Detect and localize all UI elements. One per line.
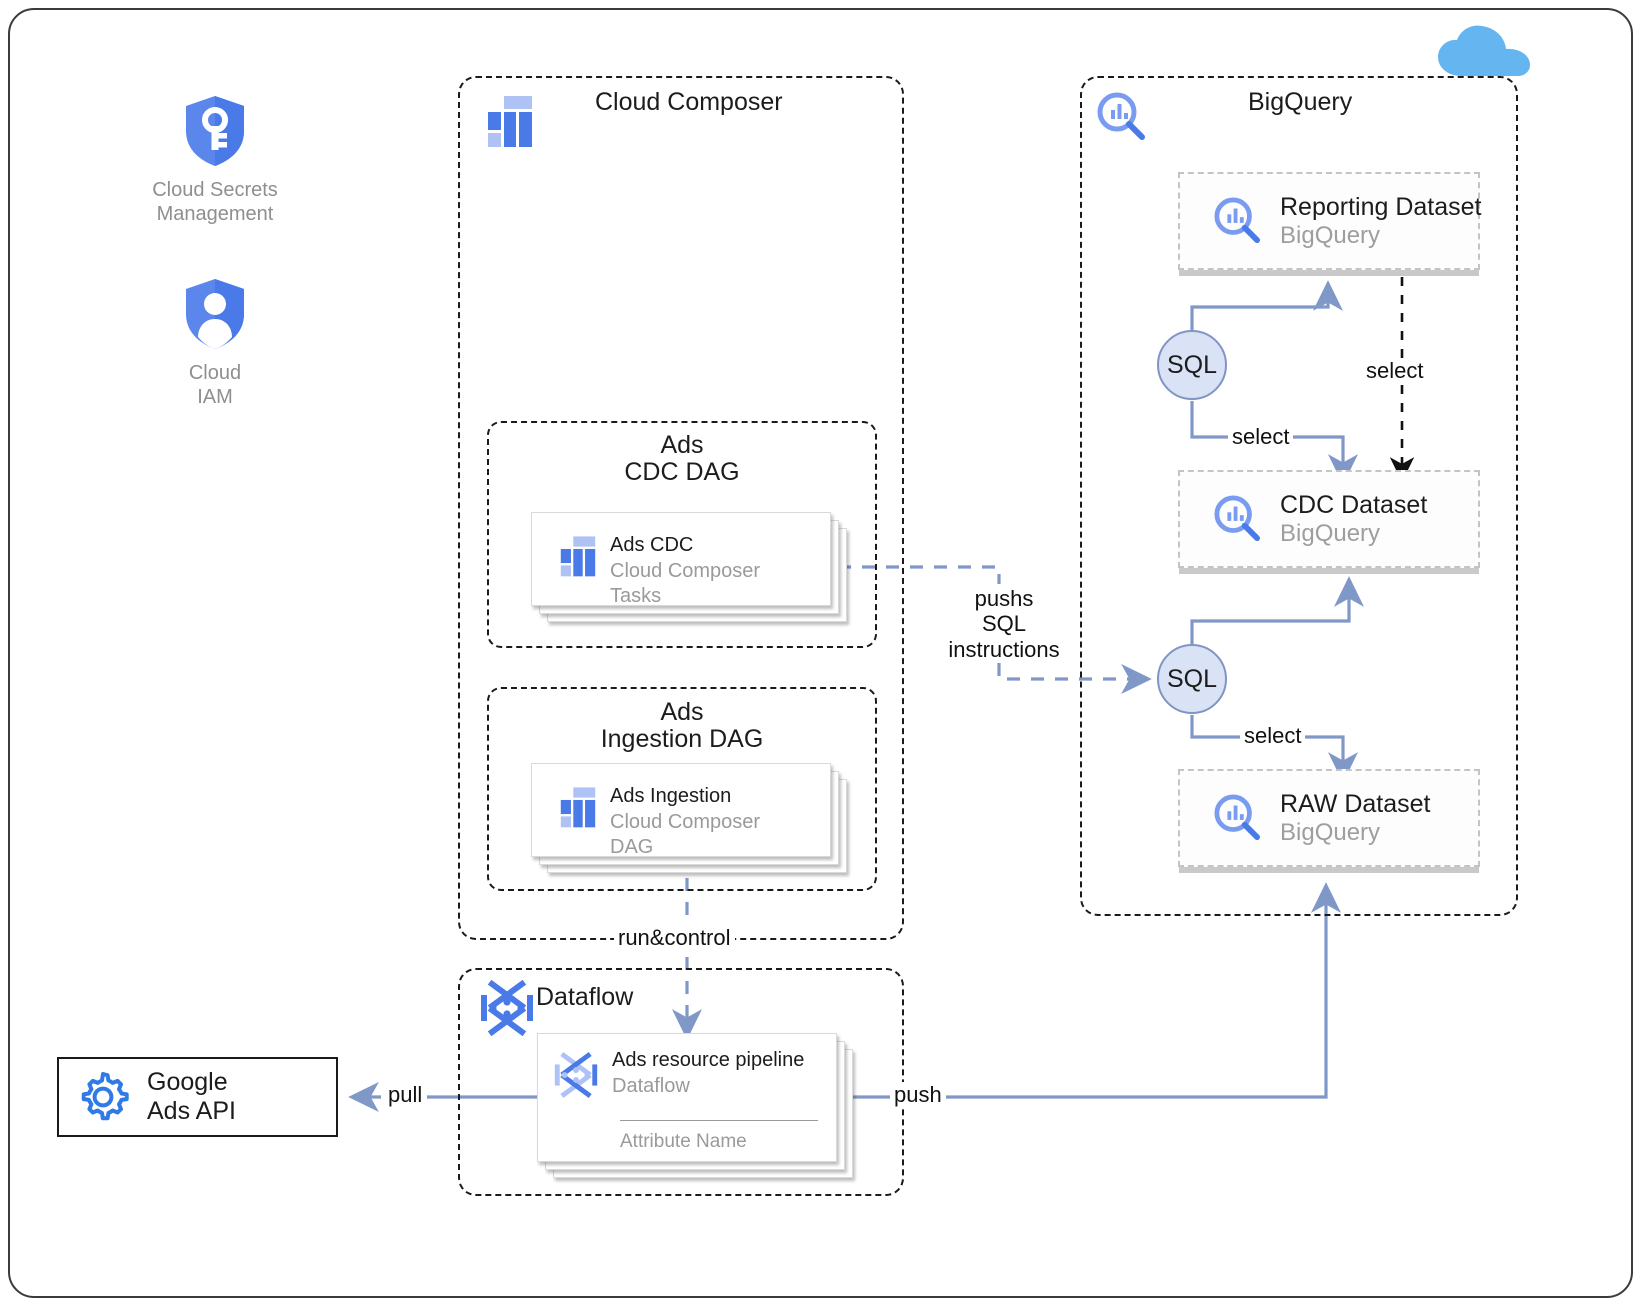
label-select-sqltop-cdc: select bbox=[1228, 424, 1294, 450]
dataset-reporting-dataset[interactable]: Reporting Dataset BigQuery bbox=[1178, 172, 1482, 270]
cloud-composer-icon bbox=[560, 787, 596, 828]
zone-bigquery bbox=[1080, 76, 1518, 916]
bigquery-icon bbox=[1214, 794, 1260, 841]
cloud-secrets-management-label: Cloud Secrets Management bbox=[152, 179, 278, 226]
card-ads-cdc[interactable]: Ads CDC Cloud Composer Tasks bbox=[531, 512, 847, 622]
cloud-composer-icon bbox=[560, 536, 596, 577]
subzone-ads-ingestion-dag bbox=[487, 687, 877, 891]
card-ads-ingestion-sheet-1: Ads Ingestion Cloud Composer DAG bbox=[531, 763, 831, 858]
card-pipeline-subtitle: Dataflow bbox=[612, 1074, 690, 1097]
google-ads-api-label: Google Ads API bbox=[147, 1067, 236, 1126]
dataflow-icon bbox=[481, 980, 533, 1036]
sql-node-bottom[interactable]: SQL bbox=[1157, 644, 1227, 714]
google-ads-api-box[interactable]: Google Ads API bbox=[57, 1057, 338, 1137]
card-ads-resource-pipeline[interactable]: Ads resource pipeline Dataflow Attribute… bbox=[537, 1033, 857, 1178]
label-select-sqlbottom-raw: select bbox=[1240, 723, 1306, 749]
dataset-reporting-title: Reporting Dataset bbox=[1280, 192, 1482, 221]
zone-dataflow-title: Dataflow bbox=[536, 983, 634, 1011]
cloud-iam: Cloud IAM bbox=[130, 278, 300, 410]
label-select-reporting-to-cdc: select bbox=[1362, 358, 1428, 384]
card-pipeline-sheet-1: Ads resource pipeline Dataflow Attribute… bbox=[537, 1033, 837, 1162]
outer-frame bbox=[8, 8, 1633, 1298]
card-pipeline-title: Ads resource pipeline bbox=[612, 1049, 805, 1071]
cloud-icon bbox=[1438, 25, 1530, 76]
gear-icon bbox=[81, 1072, 129, 1121]
card-pipeline-divider bbox=[620, 1120, 818, 1121]
bigquery-icon bbox=[1214, 197, 1260, 244]
card-ads-ingestion-title: Ads Ingestion bbox=[610, 785, 732, 807]
cloud-secrets-management: Cloud Secrets Management bbox=[130, 95, 300, 227]
card-ads-cdc-sheet-1: Ads CDC Cloud Composer Tasks bbox=[531, 512, 831, 607]
label-run-and-control: run&control bbox=[614, 925, 735, 951]
zone-cloud-composer-title: Cloud Composer bbox=[595, 88, 783, 116]
card-pipeline-attribute: Attribute Name bbox=[620, 1131, 747, 1152]
card-ads-ingestion-subtitle: Cloud Composer DAG bbox=[610, 810, 761, 859]
card-ads-ingestion[interactable]: Ads Ingestion Cloud Composer DAG bbox=[531, 763, 847, 873]
cloud-composer-icon bbox=[488, 96, 532, 147]
bigquery-icon bbox=[1097, 92, 1145, 140]
dataset-raw-dataset[interactable]: RAW Dataset BigQuery bbox=[1178, 769, 1480, 867]
label-pull: pull bbox=[384, 1082, 427, 1108]
dataset-cdc-title: CDC Dataset bbox=[1280, 490, 1428, 519]
card-ads-cdc-title: Ads CDC bbox=[610, 534, 694, 556]
dataset-raw-subtitle: BigQuery bbox=[1280, 818, 1381, 846]
subzone-ads-ingestion-dag-title: Ads Ingestion DAG bbox=[600, 698, 764, 753]
dataset-cdc-subtitle: BigQuery bbox=[1280, 519, 1381, 547]
dataset-raw-title: RAW Dataset bbox=[1280, 789, 1431, 818]
zone-bigquery-title: BigQuery bbox=[1248, 88, 1353, 116]
card-ads-cdc-subtitle: Cloud Composer Tasks bbox=[610, 559, 761, 608]
cloud-iam-label: Cloud IAM bbox=[188, 362, 242, 409]
bigquery-icon bbox=[1214, 495, 1260, 542]
dataflow-icon bbox=[554, 1052, 598, 1098]
dataset-cdc-dataset[interactable]: CDC Dataset BigQuery bbox=[1178, 470, 1480, 568]
shield-person-icon bbox=[186, 279, 244, 349]
label-pushs-sql-instructions: pushs SQL instructions bbox=[930, 586, 1078, 662]
shield-key-icon bbox=[186, 96, 244, 166]
subzone-ads-cdc-dag-title: Ads CDC DAG bbox=[624, 431, 740, 486]
dataset-reporting-subtitle: BigQuery bbox=[1280, 221, 1381, 249]
label-push: push bbox=[890, 1082, 946, 1108]
sql-node-top[interactable]: SQL bbox=[1157, 330, 1227, 400]
subzone-ads-cdc-dag bbox=[487, 421, 877, 648]
